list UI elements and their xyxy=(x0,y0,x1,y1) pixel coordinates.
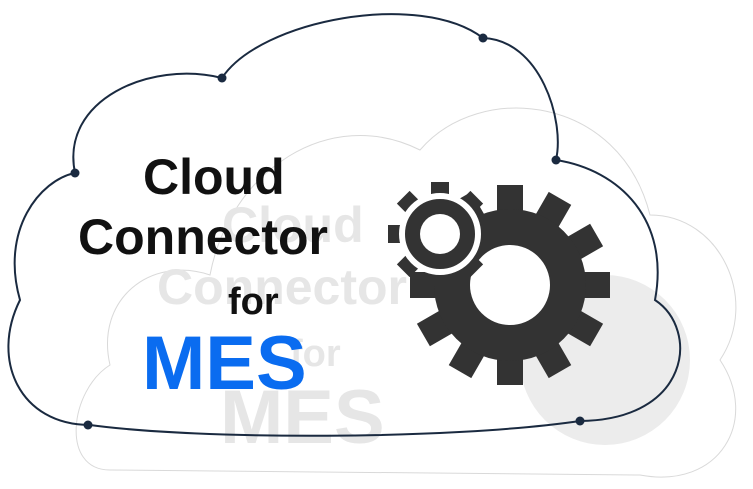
logo-line-mes: MES xyxy=(142,321,307,406)
logo-line-for: for xyxy=(228,281,279,323)
gears-icon xyxy=(388,182,610,385)
logo-line-connector: Connector xyxy=(78,209,328,265)
shadow-line-4: MES xyxy=(220,375,385,460)
shadow-line-3: for xyxy=(290,333,341,375)
shadow-line-2: Connector xyxy=(157,259,407,315)
shadow-line-1: Cloud xyxy=(222,197,364,253)
logo-line-cloud: Cloud xyxy=(143,149,285,205)
